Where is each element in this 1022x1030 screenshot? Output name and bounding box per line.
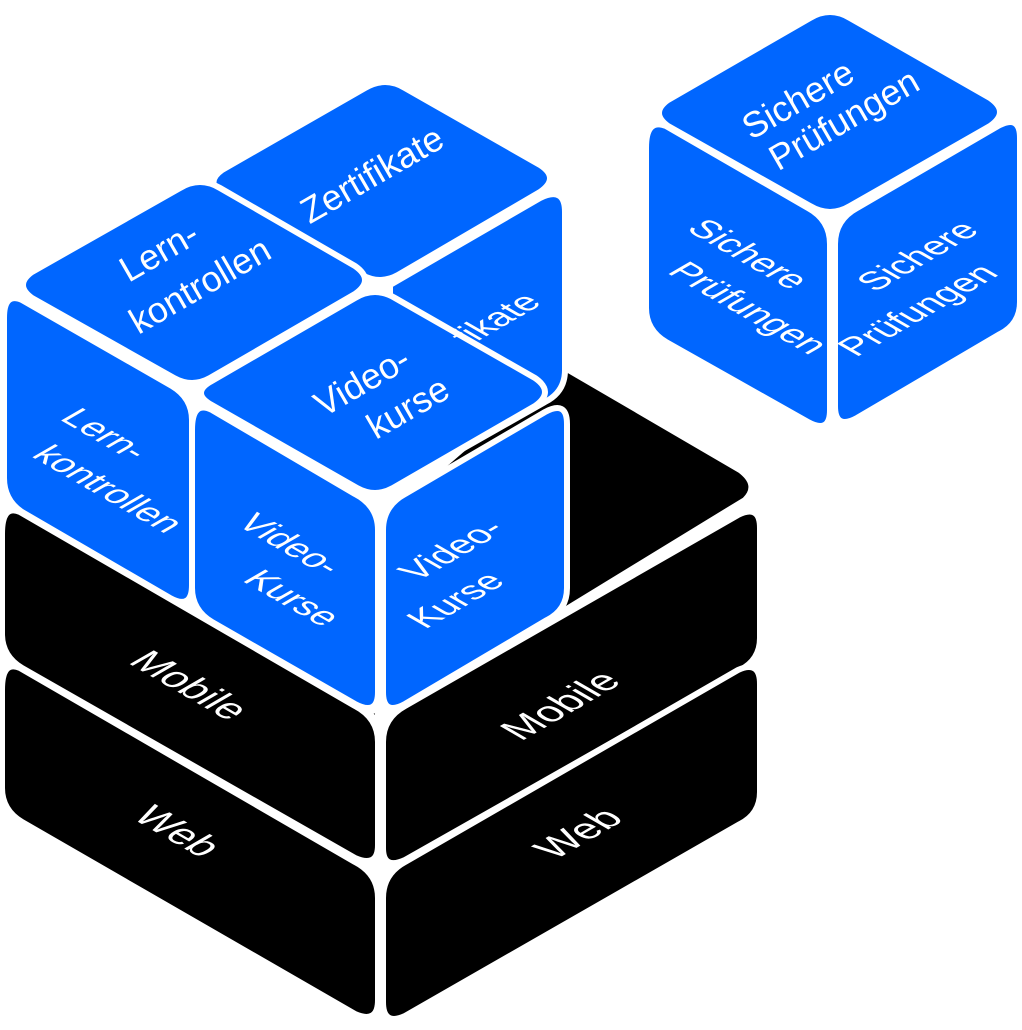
pruefungen-left-face: [643, 121, 833, 429]
lernkontrollen-front-face: [1, 295, 195, 605]
lernkontrollen-top-face: [20, 179, 368, 386]
videokurse-top-face: [198, 289, 548, 496]
videokurse-right-face: [380, 405, 570, 711]
pruefungen-right-face: [832, 119, 1022, 425]
base-block: [0, 362, 763, 1022]
base-mobile-right: [380, 508, 763, 866]
base-web-left: [0, 663, 381, 1020]
base-mobile-left: [0, 507, 381, 864]
base-web-right: [380, 664, 763, 1022]
cube-videokurse: [189, 289, 570, 711]
cube-lernkontrollen: [1, 179, 368, 605]
pruefungen-top-face: [656, 9, 1003, 215]
videokurse-left-face: [189, 404, 381, 711]
cube-sichere-pruefungen: [643, 9, 1022, 429]
